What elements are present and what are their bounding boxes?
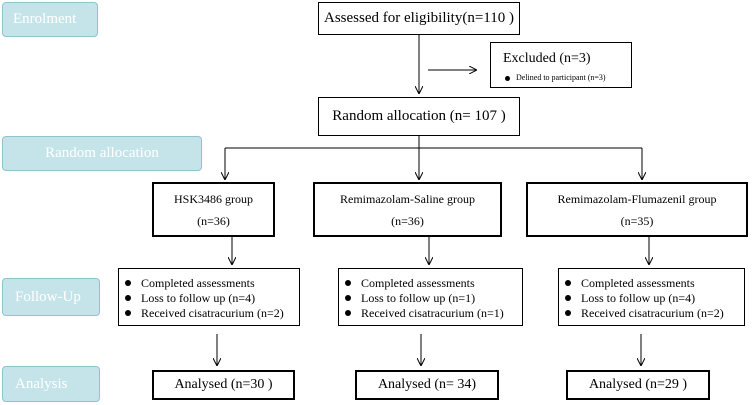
randomized-text: Random allocation (n= 107 ) [332,108,506,124]
list-item: Received cisatracurium (n=2) [119,306,299,321]
group-name: HSK3486 group [173,191,253,206]
stage-follow-up: Follow-Up [2,278,100,316]
list-item: Loss to follow up (n=4) [119,291,299,306]
excluded-title: Excluded (n=3) [503,51,591,66]
excluded-reason: Delined to participant (n=3) [516,73,606,82]
followup-list: Completed assessments Loss to follow up … [559,276,744,321]
stage-random-allocation-label: Random allocation [45,145,159,161]
list-item: Received cisatracurium (n=1) [339,306,522,321]
group-box-1: HSK3486 group (n=36) [152,182,275,237]
group-box-2: Remimazolam-Saline group (n=36) [313,182,502,237]
list-item: Completed assessments [559,276,744,291]
group-count: (n=36) [197,213,230,228]
assessed-box: Assessed for eligibility(n=110 ) [318,2,520,35]
stage-analysis-label: Analysis [15,375,68,392]
followup-list: Completed assessments Loss to follow up … [119,276,299,321]
list-item: Loss to follow up (n=4) [559,291,744,306]
group-name: Remimazolam-Saline group [340,191,475,206]
analysed-box-3: Analysed (n=29 ) [566,370,710,400]
list-item: Received cisatracurium (n=2) [559,306,744,321]
randomized-box: Random allocation (n= 107 ) [318,97,520,136]
stage-enrolment-label: Enrolment [13,11,77,27]
followup-box-1: Completed assessments Loss to follow up … [118,268,300,326]
stage-enrolment: Enrolment [2,2,98,37]
group-count: (n=35) [620,213,654,228]
stage-random-allocation: Random allocation [2,136,202,171]
stage-analysis: Analysis [2,366,100,402]
analysed-text: Analysed (n= 34) [377,377,477,392]
group-count: (n=36) [391,213,424,228]
list-item: Loss to follow up (n=1) [339,291,522,306]
list-item: Completed assessments [119,276,299,291]
analysed-text: Analysed (n=29 ) [588,377,688,392]
followup-box-2: Completed assessments Loss to follow up … [338,268,523,326]
analysed-box-2: Analysed (n= 34) [355,370,499,400]
bullet-icon [505,75,510,81]
excluded-reason-item: Delined to participant (n=3) [505,73,606,82]
group-box-3: Remimazolam-Flumazenil group (n=35) [526,182,748,237]
followup-box-3: Completed assessments Loss to follow up … [558,268,745,326]
list-item: Completed assessments [339,276,522,291]
analysed-text: Analysed (n=30 ) [174,377,273,392]
group-name: Remimazolam-Flumazenil group [557,191,717,206]
analysed-box-1: Analysed (n=30 ) [152,370,295,400]
stage-follow-up-label: Follow-Up [15,288,81,305]
followup-list: Completed assessments Loss to follow up … [339,276,522,321]
excluded-box: Excluded (n=3) Delined to participant (n… [490,42,632,88]
assessed-text: Assessed for eligibility(n=110 ) [324,10,514,26]
